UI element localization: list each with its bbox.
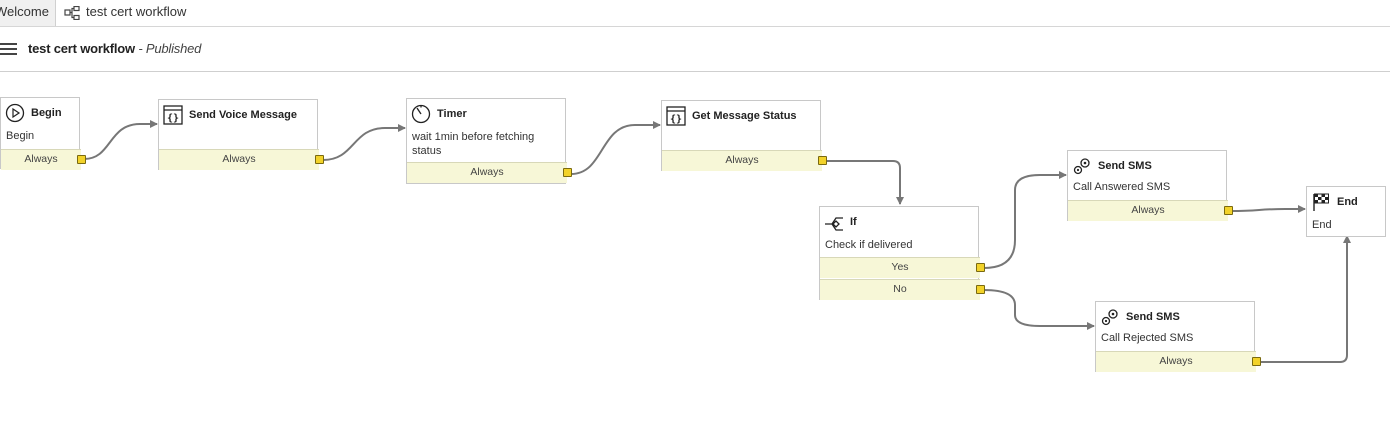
tab-test-cert-workflow[interactable]: test cert workflow [62, 0, 192, 26]
edge-answered-to-end [1230, 205, 1306, 213]
port-no[interactable]: No [820, 279, 985, 300]
port-label: No [893, 283, 907, 295]
node-begin[interactable]: Begin Begin Always [0, 97, 86, 170]
edge-status-to-if [826, 160, 904, 205]
port-always[interactable]: Always [662, 150, 827, 171]
edge-timer-to-status [570, 121, 661, 175]
node-title: End [1337, 196, 1358, 208]
node-title: Timer [437, 108, 467, 120]
node-description: Call Answered SMS [1073, 181, 1171, 193]
page-title: test cert workflow - Published [28, 41, 201, 56]
branch-icon [825, 217, 843, 231]
tab-welcome[interactable]: Welcome [0, 0, 56, 26]
workflow-header: test cert workflow - Published [0, 27, 1390, 72]
checkered-flag-icon [1313, 193, 1329, 211]
node-description: Begin [6, 130, 35, 142]
tab-label: test cert workflow [86, 4, 187, 19]
node-title: Send SMS [1126, 311, 1180, 323]
hamburger-menu-icon[interactable] [0, 43, 17, 55]
port-label: Always [470, 166, 504, 178]
port-always[interactable]: Always [407, 162, 572, 183]
port-always[interactable]: Always [1068, 200, 1233, 221]
svg-text:{}: {} [167, 113, 179, 124]
code-block-icon: {} [163, 105, 183, 125]
edge-begin-to-voice [83, 120, 158, 160]
port-label: Yes [891, 261, 909, 273]
tab-welcome-label: Welcome [0, 4, 49, 19]
node-title: Begin [31, 107, 62, 119]
node-timer[interactable]: Timer wait 1min before fetching status A… [406, 98, 572, 184]
node-description: Call Rejected SMS [1101, 332, 1194, 344]
play-icon [5, 103, 25, 123]
status-badge: - Published [138, 41, 202, 56]
port-label: Always [24, 153, 58, 165]
port-handle[interactable] [818, 156, 827, 165]
code-block-icon: {} [666, 106, 686, 126]
node-title: Send Voice Message [189, 109, 298, 121]
edge-voice-to-timer [322, 124, 406, 161]
port-always[interactable]: Always [159, 149, 324, 170]
port-label: Always [222, 153, 256, 165]
edge-yes-to-answered [983, 171, 1067, 269]
port-label: Always [1159, 355, 1193, 367]
workflow-icon [64, 6, 80, 20]
tab-bar: Welcome test cert workflow [0, 0, 1390, 27]
gears-icon [1101, 309, 1118, 326]
port-label: Always [1131, 204, 1165, 216]
node-end[interactable]: End End [1306, 186, 1386, 237]
node-get-message-status[interactable]: {} Get Message Status Always [661, 100, 827, 171]
port-handle[interactable] [976, 285, 985, 294]
port-handle[interactable] [1252, 357, 1261, 366]
port-always[interactable]: Always [1096, 351, 1261, 372]
edge-rejected-to-end [1259, 235, 1351, 363]
edge-no-to-rejected [983, 289, 1095, 330]
gears-icon [1073, 158, 1090, 175]
node-if[interactable]: If Check if delivered Yes No [819, 206, 985, 300]
node-send-sms-rejected[interactable]: Send SMS Call Rejected SMS Always [1095, 301, 1261, 372]
workflow-name: test cert workflow [28, 41, 135, 56]
port-handle[interactable] [77, 155, 86, 164]
port-handle[interactable] [315, 155, 324, 164]
port-always[interactable]: Always [1, 149, 86, 170]
node-title: Get Message Status [692, 110, 797, 122]
node-description: End [1312, 219, 1332, 231]
node-title: If [850, 216, 857, 228]
port-label: Always [725, 154, 759, 166]
port-yes[interactable]: Yes [820, 257, 985, 278]
port-handle[interactable] [563, 168, 572, 177]
node-title: Send SMS [1098, 160, 1152, 172]
port-handle[interactable] [1224, 206, 1233, 215]
port-handle[interactable] [976, 263, 985, 272]
timer-icon [411, 104, 431, 124]
svg-text:{}: {} [670, 114, 682, 125]
node-send-voice-message[interactable]: {} Send Voice Message Always [158, 99, 324, 170]
node-send-sms-answered[interactable]: Send SMS Call Answered SMS Always [1067, 150, 1233, 221]
node-description: Check if delivered [825, 239, 913, 251]
node-description: wait 1min before fetching status [412, 131, 535, 157]
